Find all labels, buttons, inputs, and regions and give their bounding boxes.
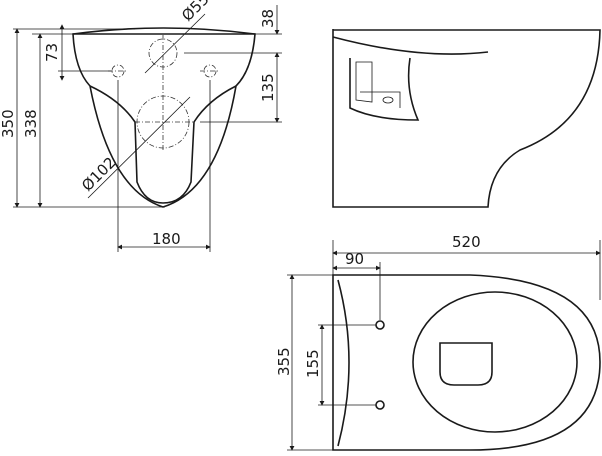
label-top-fixing-spacing: 155 xyxy=(304,349,322,378)
top-fixing-hole-2 xyxy=(375,400,385,410)
top-fixing-hole-1 xyxy=(375,320,385,330)
side-body-outline xyxy=(332,29,601,208)
side-rim xyxy=(332,36,489,55)
label-center-distance: 135 xyxy=(259,73,277,102)
fixing-hole-left xyxy=(111,64,125,78)
top-bowl-outline xyxy=(412,291,578,433)
top-body-outline xyxy=(332,274,601,451)
top-outlet xyxy=(439,342,493,386)
label-length: 520 xyxy=(452,233,481,251)
top-view: 520 90 355 155 xyxy=(275,233,601,451)
top-rim-front xyxy=(337,279,350,447)
label-top-offset: 38 xyxy=(259,9,277,28)
front-view: Ø55 38 73 135 350 338 Ø102 180 xyxy=(0,0,282,252)
side-view xyxy=(332,29,601,208)
side-trap xyxy=(349,57,420,121)
label-width: 355 xyxy=(275,347,293,376)
label-inlet-diameter: Ø55 xyxy=(178,0,213,25)
label-total-height: 350 xyxy=(0,109,17,138)
label-fixing-offset: 90 xyxy=(345,250,364,268)
front-rim-outline xyxy=(72,27,256,35)
dim-line-outlet xyxy=(87,96,191,199)
label-fixing-height: 73 xyxy=(43,43,61,62)
label-fixing-spacing: 180 xyxy=(152,230,181,248)
fixing-hole-right xyxy=(203,64,217,78)
front-pan-outline xyxy=(89,85,237,204)
dim-line-inlet xyxy=(144,13,206,74)
label-body-height: 338 xyxy=(22,109,40,138)
